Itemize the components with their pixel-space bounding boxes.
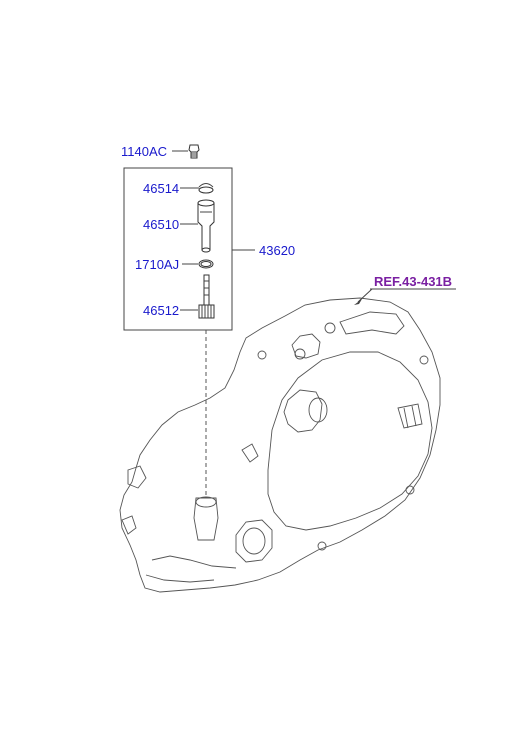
part-label-46510[interactable]: 46510 <box>143 217 180 232</box>
part-label-46514[interactable]: 46514 <box>143 181 180 196</box>
seal-46514-icon <box>198 183 214 194</box>
part-label-43620[interactable]: 43620 <box>259 243 296 258</box>
sleeve-46510-icon <box>197 199 215 253</box>
transaxle-housing <box>119 297 441 593</box>
gear-46512-icon <box>198 274 215 319</box>
reference-label[interactable]: REF.43-431B <box>374 274 453 289</box>
assembly-box-43620 <box>123 167 233 331</box>
bolt-1140ac-icon <box>188 144 200 159</box>
part-label-1140ac[interactable]: 1140AC <box>121 144 168 159</box>
leader-lines <box>172 150 255 311</box>
part-label-46512[interactable]: 46512 <box>143 303 180 318</box>
o-ring-1710aj-icon <box>198 259 214 269</box>
ref-leader <box>354 288 456 305</box>
part-label-1710aj[interactable]: 1710AJ <box>135 257 180 272</box>
